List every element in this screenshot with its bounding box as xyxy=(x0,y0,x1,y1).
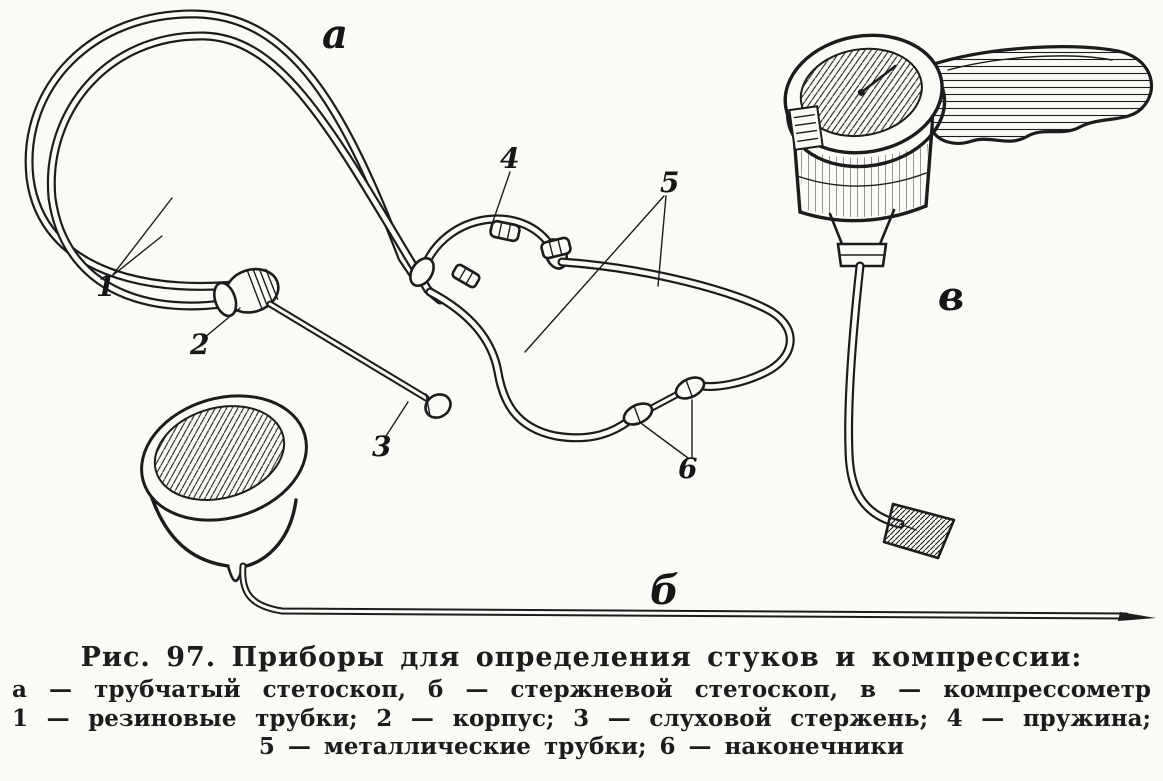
callout-labels: а в б 1 2 3 4 5 6 xyxy=(96,11,964,614)
tubular-stethoscope xyxy=(24,9,795,443)
gauge-handle xyxy=(930,45,1153,145)
stethoscope-body xyxy=(213,267,280,318)
label-part-4: 4 xyxy=(500,142,519,175)
legend-line-parts-2: 5 — металлические трубки; 6 — наконечник… xyxy=(258,733,905,761)
label-device-b: б xyxy=(650,567,679,614)
gauge-tube xyxy=(828,208,905,529)
legend-line-devices: а — трубчатый стетоскоп, б — стержневой … xyxy=(12,676,1151,703)
gauge-dial xyxy=(783,33,947,169)
rod-stethoscope xyxy=(140,394,1156,621)
hearing-rod xyxy=(266,300,452,419)
tips xyxy=(622,376,706,426)
compression-gauge xyxy=(783,33,1153,560)
label-device-v: в xyxy=(938,273,964,320)
dial-needle xyxy=(860,64,897,94)
figure-drawing: а в б 1 2 3 4 5 6 xyxy=(24,9,1156,621)
gauge-body xyxy=(788,105,934,223)
label-part-2: 2 xyxy=(189,328,209,361)
label-device-a: а xyxy=(322,11,348,58)
metal-tubes xyxy=(425,257,795,443)
legend-line-parts-1: 1 — резиновые трубки; 2 — корпус; 3 — сл… xyxy=(12,704,1151,732)
figure-caption: Рис. 97. Приборы для определения стуков … xyxy=(80,642,1083,673)
label-part-5: 5 xyxy=(660,166,679,199)
leader-lines xyxy=(111,171,693,459)
rubber-tubes xyxy=(24,9,445,311)
label-part-6: 6 xyxy=(678,452,697,485)
figure-legend: а — трубчатый стетоскоп, б — стержневой … xyxy=(0,676,1163,762)
rod-tip xyxy=(1118,612,1156,621)
tube-fittings xyxy=(451,219,572,289)
gauge-cone-tip xyxy=(882,502,956,560)
label-part-1: 1 xyxy=(96,270,115,303)
label-part-3: 3 xyxy=(372,430,391,463)
